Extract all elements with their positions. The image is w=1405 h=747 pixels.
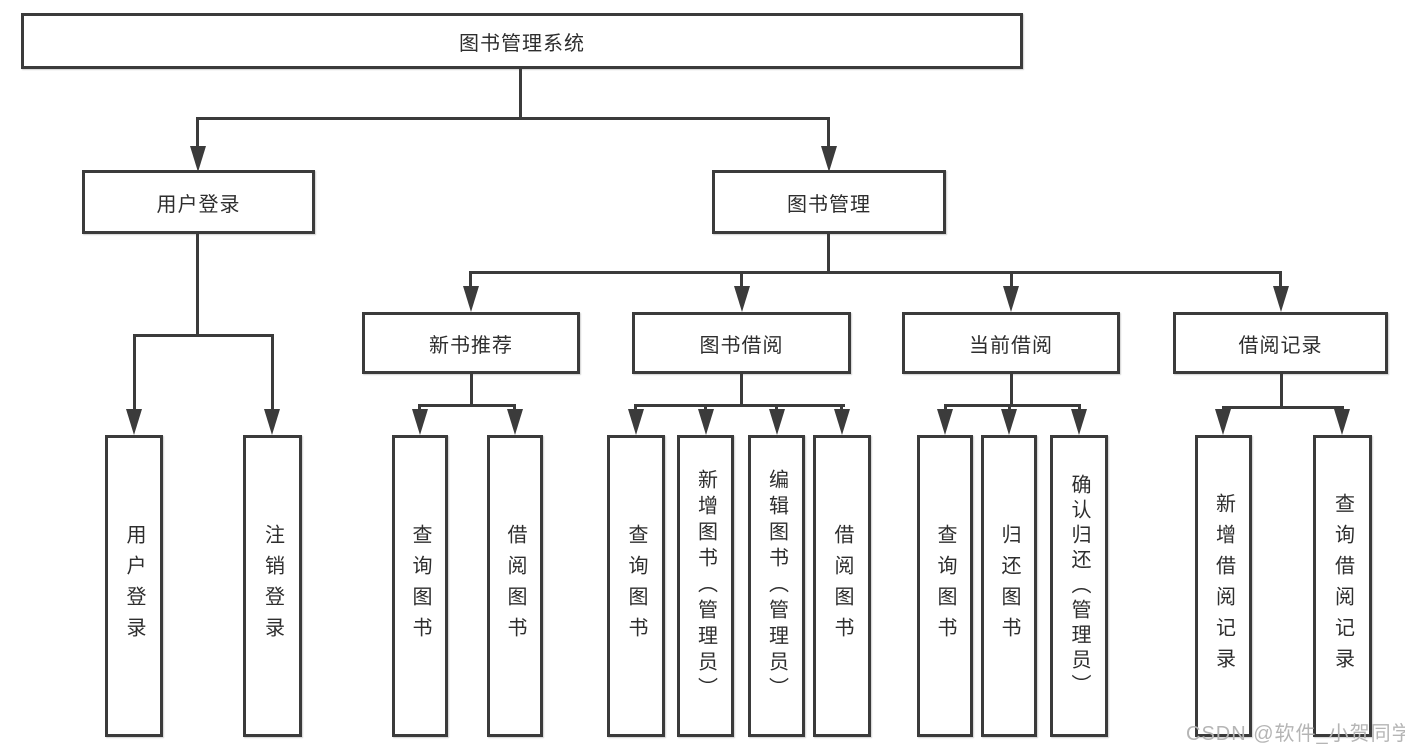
leaf-borrow-query-label: 查询图书	[625, 524, 647, 648]
arrow-to-new-book	[463, 286, 479, 312]
arrow-to-leaf-br-query	[1334, 409, 1350, 435]
connector-leaf-nb-borrow-stub	[513, 404, 516, 410]
arrow-to-leaf-bb-edit	[769, 409, 785, 435]
connector-leaf-br-query-stub	[1341, 406, 1344, 410]
connector-leaf-logout-stub	[271, 334, 274, 409]
arrow-to-leaf-user-login	[126, 409, 142, 435]
leaf-new-book-query-label: 查询图书	[409, 524, 431, 648]
connector-leaf-nb-query-stub	[418, 404, 421, 410]
leaf-current-return-label: 归还图书	[998, 524, 1020, 648]
connector-borrow-record-leaves-horizontal	[1222, 406, 1344, 409]
node-new-book-label: 新书推荐	[429, 334, 513, 357]
csdn-watermark: CSDN @软件_小贺同学	[1186, 723, 1405, 745]
arrow-to-current-borrow	[1003, 286, 1019, 312]
node-borrow-record-label: 借阅记录	[1238, 334, 1323, 357]
connector-user-login-stub	[196, 117, 199, 146]
leaf-record-query-label: 查询借阅记录	[1331, 493, 1354, 679]
leaf-current-query: 查询图书	[917, 435, 973, 737]
connector-user-login-down	[196, 233, 199, 335]
connector-borrow-record-stub	[1279, 271, 1282, 286]
leaf-borrow-edit-label: 编辑图书（管理员）	[765, 469, 788, 703]
connector-book-mgmt-stub	[827, 117, 830, 146]
connector-root-down	[519, 69, 522, 118]
connector-current-borrow-stub	[1010, 271, 1013, 286]
arrow-to-leaf-logout	[264, 409, 280, 435]
node-book-borrow: 图书借阅	[632, 312, 851, 374]
arrow-to-borrow-record	[1273, 286, 1289, 312]
arrow-to-leaf-br-add	[1215, 409, 1231, 435]
node-user-login: 用户登录	[82, 170, 315, 234]
arrow-to-leaf-cb-confirm	[1071, 409, 1087, 435]
connector-leaf-bb-add-stub	[704, 404, 707, 410]
leaf-borrow-query: 查询图书	[607, 435, 665, 737]
connector-leaf-cb-confirm-stub	[1078, 404, 1081, 410]
connector-new-book-down	[470, 374, 473, 405]
connector-borrow-record-down	[1280, 374, 1283, 407]
connector-leaf-bb-borrow-stub	[840, 404, 843, 410]
node-current-borrow: 当前借阅	[902, 312, 1120, 374]
connector-leaf-bb-query-stub	[634, 404, 637, 410]
leaf-record-add: 新增借阅记录	[1195, 435, 1252, 737]
arrow-to-user-login	[190, 146, 206, 172]
leaf-borrow-borrow-label: 借阅图书	[831, 524, 853, 648]
arrow-to-book-mgmt	[821, 146, 837, 172]
node-book-mgmt: 图书管理	[712, 170, 946, 234]
connector-book-borrow-leaves-horizontal	[635, 404, 845, 407]
leaf-current-return: 归还图书	[981, 435, 1037, 737]
leaf-current-confirm-label: 确认归还（管理员）	[1068, 473, 1090, 699]
node-borrow-record: 借阅记录	[1173, 312, 1388, 374]
connector-user-leaves-horizontal	[133, 334, 274, 337]
leaf-current-confirm: 确认归还（管理员）	[1050, 435, 1108, 737]
connector-leaf-bb-edit-stub	[775, 404, 778, 410]
connector-book-mgmt-down	[827, 234, 830, 272]
arrow-to-leaf-bb-query	[628, 409, 644, 435]
arrow-to-leaf-nb-borrow	[507, 409, 523, 435]
arrow-to-leaf-cb-return	[1001, 409, 1017, 435]
leaf-borrow-add: 新增图书（管理员）	[677, 435, 734, 737]
connector-leaf-br-add-stub	[1222, 406, 1225, 410]
node-current-borrow-label: 当前借阅	[969, 334, 1053, 357]
connector-leaf-cb-return-stub	[1008, 404, 1011, 410]
leaf-borrow-add-label: 新增图书（管理员）	[694, 469, 717, 703]
leaf-new-book-borrow-label: 借阅图书	[504, 524, 526, 648]
connector-new-book-leaves-horizontal	[418, 404, 516, 407]
leaf-user-login: 用户登录	[105, 435, 163, 737]
connector-book-borrow-down	[740, 374, 743, 405]
leaf-logout-label: 注销登录	[261, 524, 284, 648]
arrow-to-book-borrow	[734, 286, 750, 312]
connector-level3-horizontal	[469, 271, 1282, 274]
connector-current-borrow-down	[1010, 374, 1013, 405]
leaf-new-book-query: 查询图书	[392, 435, 448, 737]
leaf-record-add-label: 新增借阅记录	[1212, 493, 1235, 679]
connector-level2-horizontal	[196, 117, 830, 120]
connector-current-borrow-leaves-horizontal	[944, 404, 1081, 407]
connector-leaf-cb-query-stub	[944, 404, 947, 410]
connector-leaf-user-login-stub	[133, 334, 136, 409]
leaf-borrow-edit: 编辑图书（管理员）	[748, 435, 805, 737]
leaf-logout: 注销登录	[243, 435, 302, 737]
connector-book-borrow-stub	[740, 271, 743, 286]
arrow-to-leaf-bb-borrow	[834, 409, 850, 435]
node-new-book: 新书推荐	[362, 312, 580, 374]
leaf-current-query-label: 查询图书	[934, 524, 956, 648]
leaf-user-login-label: 用户登录	[123, 524, 145, 648]
arrow-to-leaf-cb-query	[937, 409, 953, 435]
leaf-borrow-borrow: 借阅图书	[813, 435, 871, 737]
node-book-mgmt-label: 图书管理	[787, 193, 871, 216]
leaf-record-query: 查询借阅记录	[1313, 435, 1372, 737]
leaf-new-book-borrow: 借阅图书	[487, 435, 543, 737]
node-book-borrow-label: 图书借阅	[699, 334, 784, 357]
node-user-login-label: 用户登录	[156, 193, 241, 216]
node-root: 图书管理系统	[21, 13, 1023, 69]
arrow-to-leaf-nb-query	[412, 409, 428, 435]
arrow-to-leaf-bb-add	[698, 409, 714, 435]
connector-new-book-stub	[469, 271, 472, 286]
node-root-label: 图书管理系统	[459, 32, 585, 55]
